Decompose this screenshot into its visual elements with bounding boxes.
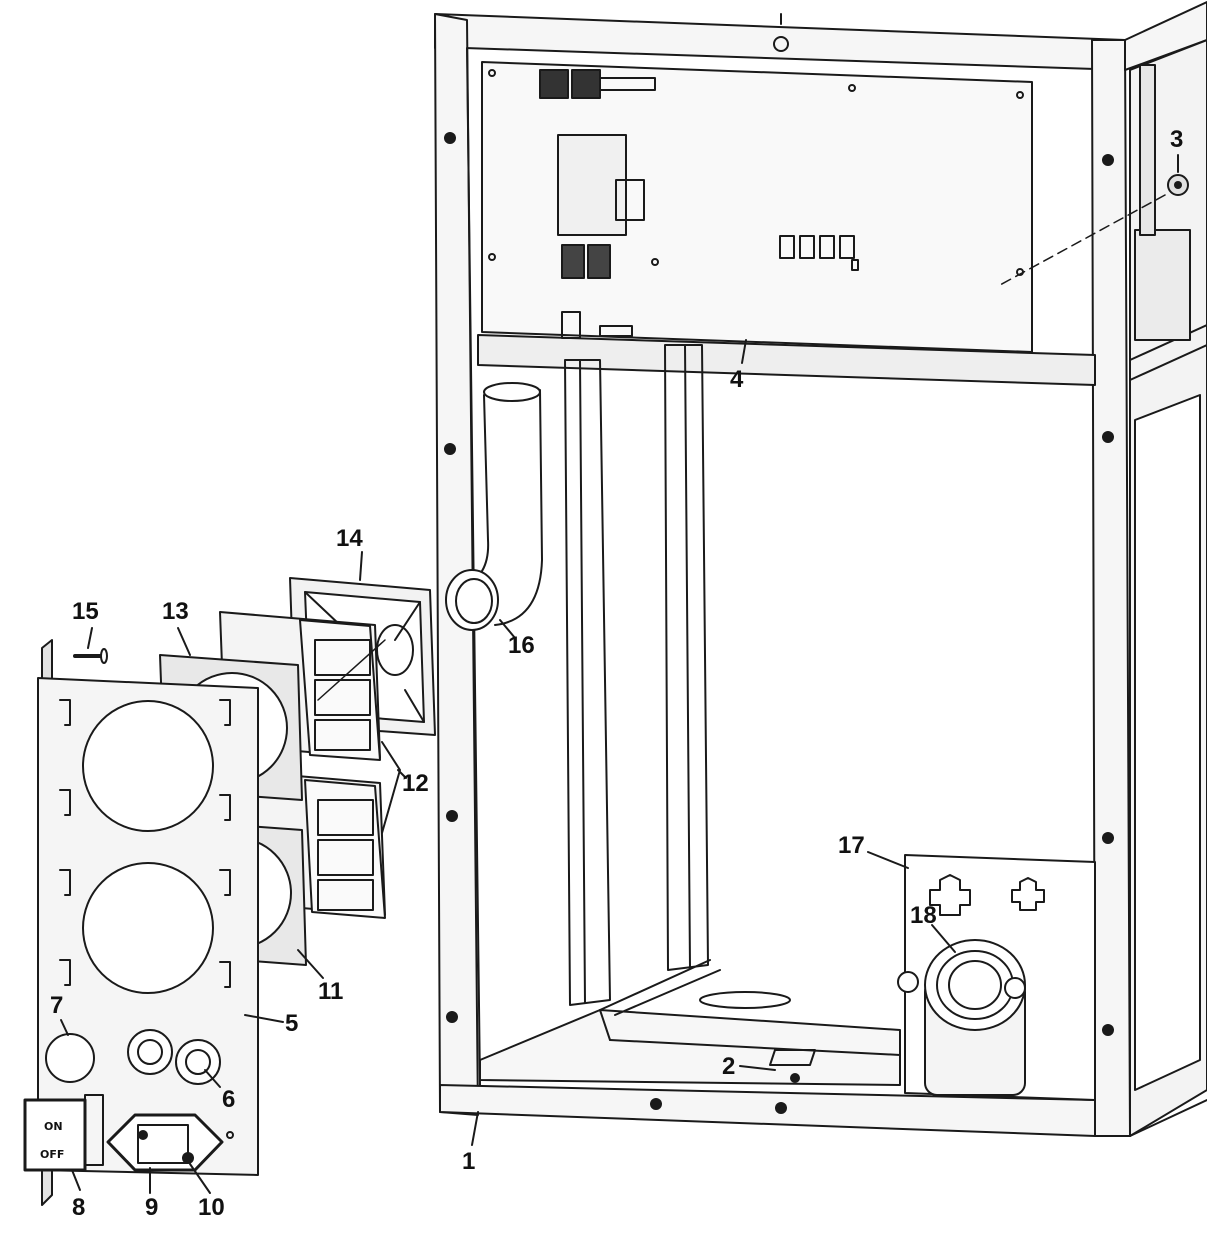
switch-part-8	[23, 1098, 87, 1172]
callout-12: 12	[402, 770, 429, 797]
callout-10: 10	[198, 1194, 225, 1221]
clip-part-2	[769, 1049, 816, 1083]
knob-part-7	[45, 1033, 95, 1083]
hose-part-16	[445, 382, 543, 631]
frame-right-post	[1091, 39, 1131, 1137]
callout-9: 9	[145, 1194, 159, 1221]
frame-screws	[444, 132, 1114, 1114]
callout-17: 17	[838, 832, 865, 859]
inner-frame	[477, 334, 1096, 1086]
callout-16: 16	[508, 632, 535, 659]
front-panel-part-5	[23, 639, 259, 1206]
callout-3: 3	[1170, 126, 1184, 153]
screw-part-3	[999, 174, 1189, 286]
switch-off-label: OFF	[40, 1148, 65, 1161]
callout-1: 1	[462, 1148, 476, 1175]
callout-7: 7	[50, 992, 64, 1019]
fuse-holder-part-6	[175, 1039, 221, 1085]
frame-left-post	[434, 13, 479, 1116]
board-connectors	[779, 235, 859, 271]
fuse-holder-left	[127, 1029, 173, 1075]
panel-slots	[59, 699, 231, 988]
pump-part-18	[897, 939, 1026, 1096]
callout-18: 18	[910, 902, 937, 929]
callout-6: 6	[222, 1086, 236, 1113]
callout-8: 8	[72, 1194, 86, 1221]
callout-15: 15	[72, 598, 99, 625]
switch-on-label: ON	[44, 1120, 63, 1133]
frame-side-top	[1124, 1, 1207, 71]
callout-4: 4	[730, 366, 744, 393]
callout-5: 5	[285, 1010, 299, 1037]
frame-bottom-rail	[439, 1084, 1096, 1137]
screw-part-15	[73, 648, 108, 664]
callout-14: 14	[336, 525, 363, 552]
screw-part-10	[182, 1152, 194, 1164]
callout-11: 11	[318, 978, 344, 1005]
callout-13: 13	[162, 598, 189, 625]
cabinet-frame	[434, 1, 1207, 1137]
leader-lines	[60, 154, 1179, 1194]
control-board	[481, 61, 1033, 353]
callout-2: 2	[722, 1053, 736, 1080]
